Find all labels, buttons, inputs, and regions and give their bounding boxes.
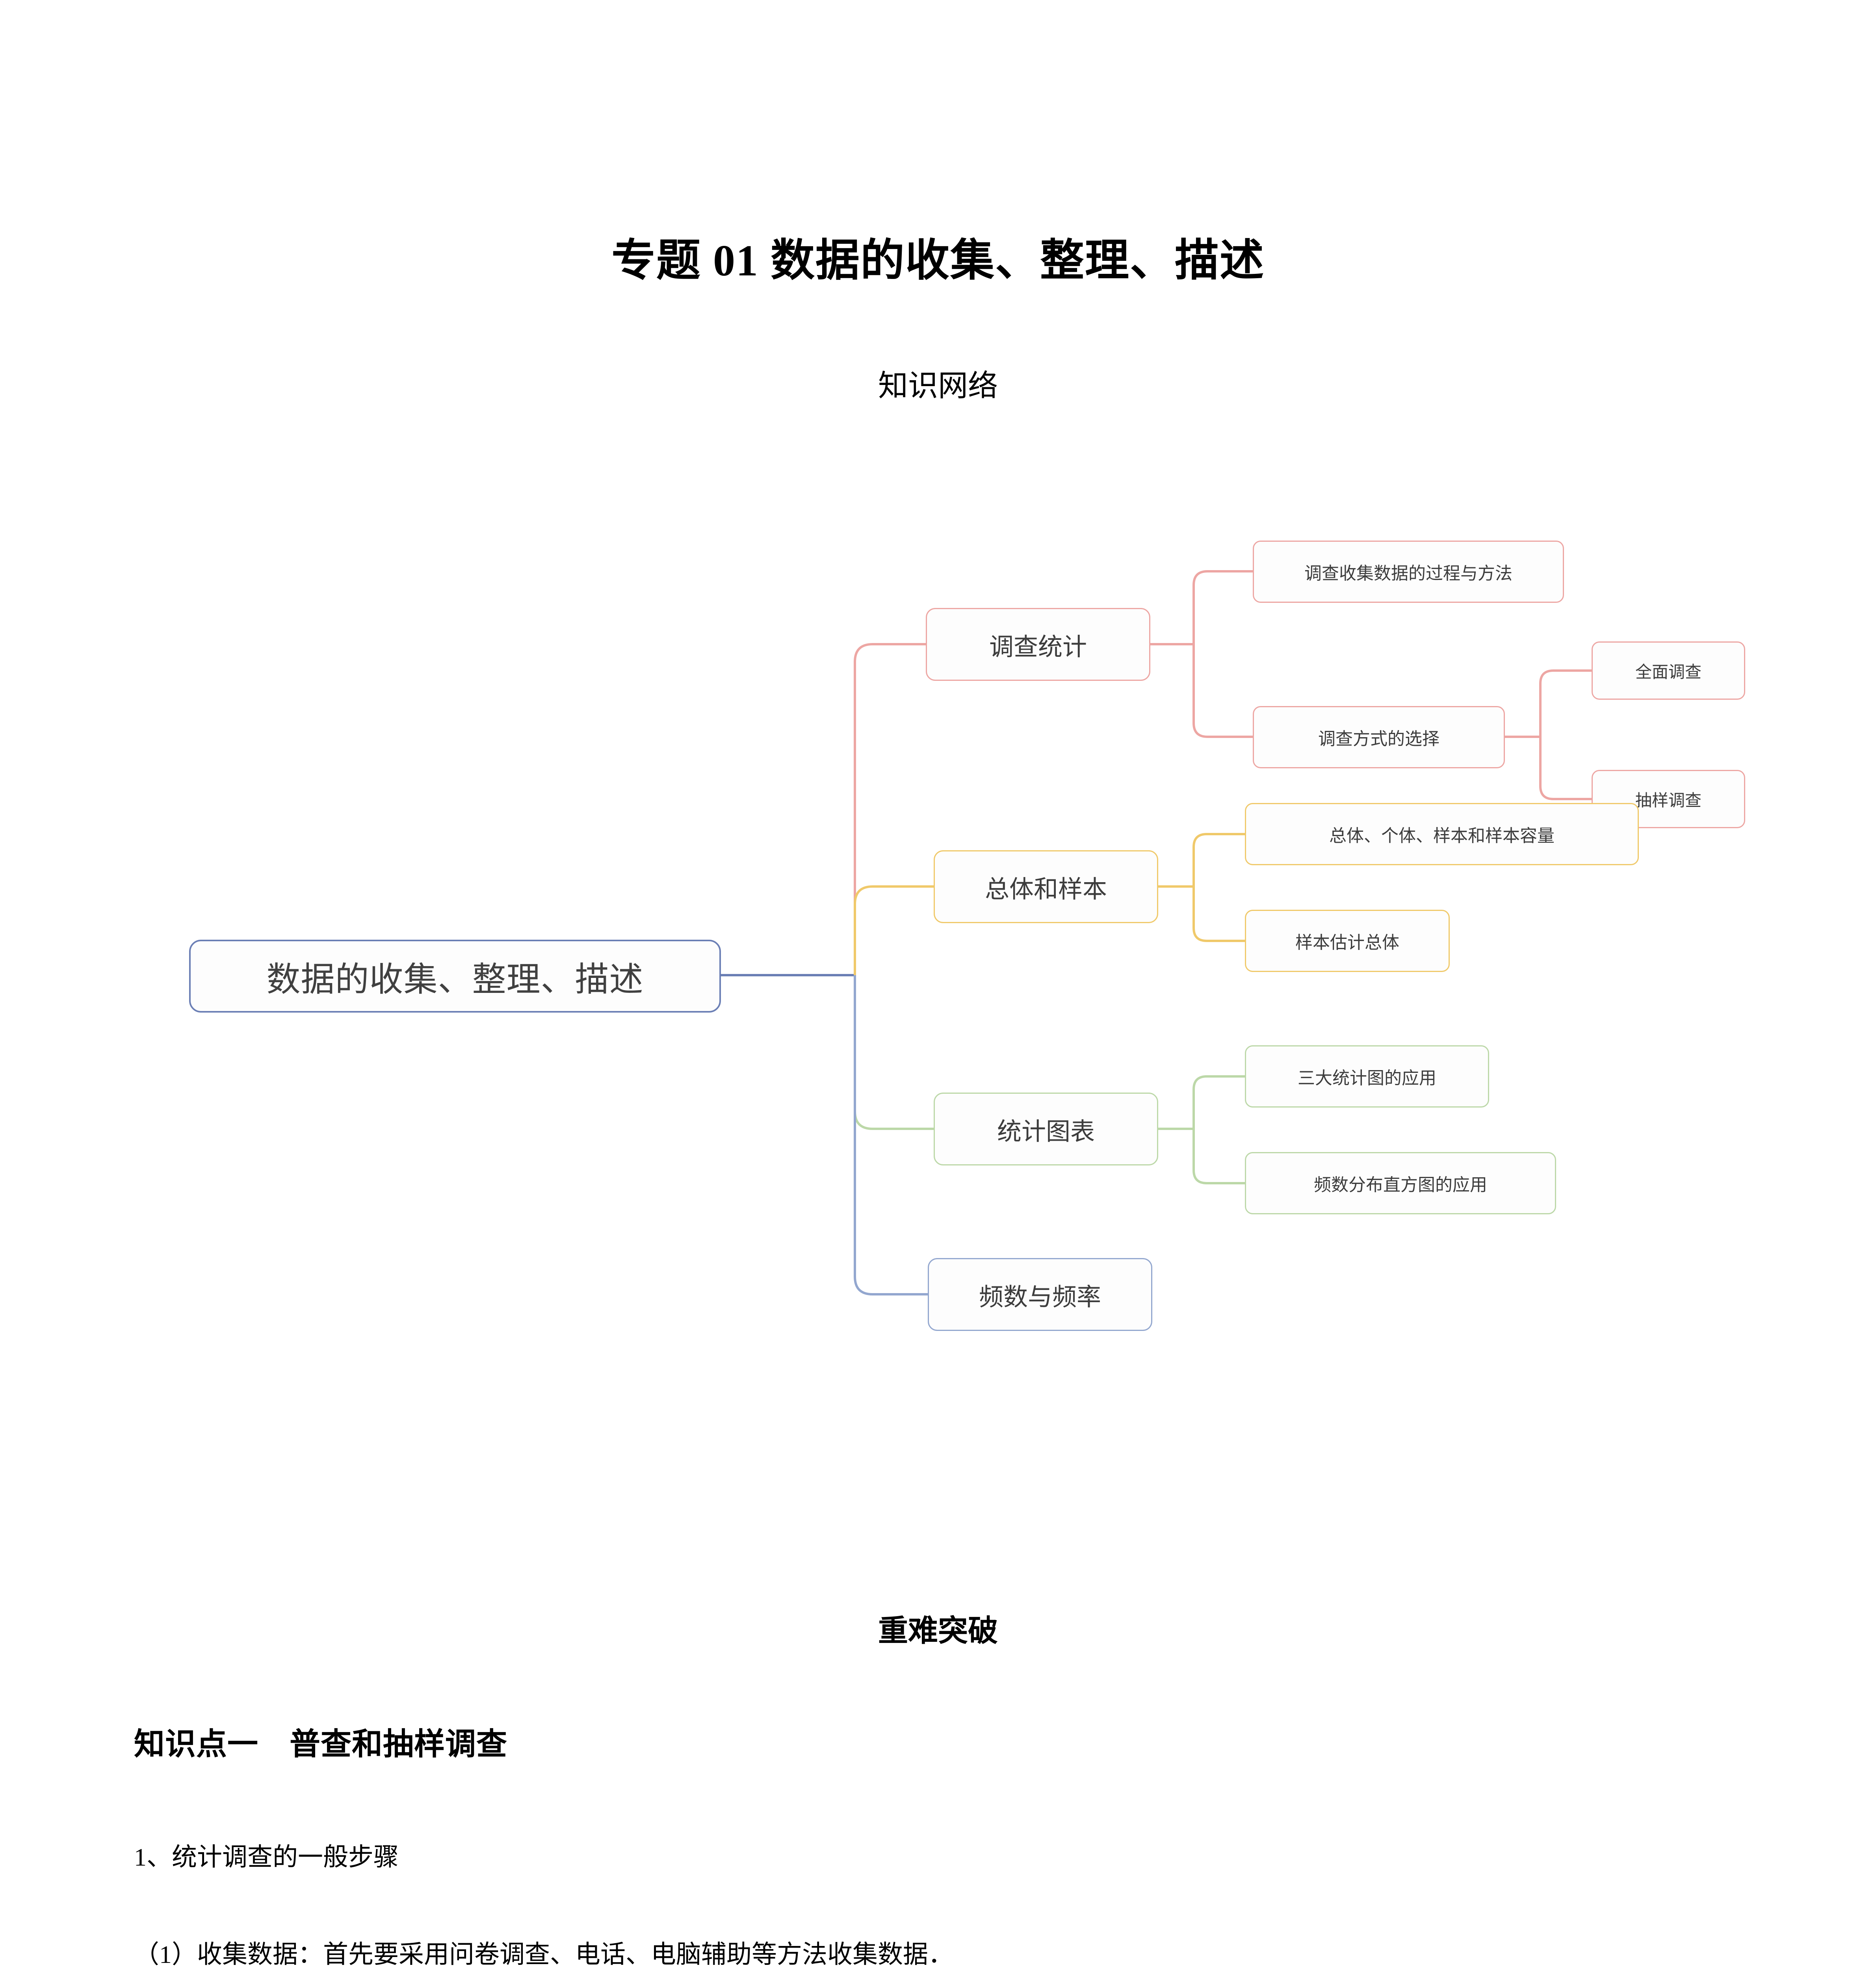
- mindmap-node-label: 频数分布直方图的应用: [1314, 1175, 1487, 1195]
- knowledge-network-subtitle: 知识网络: [878, 370, 998, 403]
- mindmap-node-survey-statistics[interactable]: 调查统计: [926, 608, 1150, 681]
- mindmap-node-population-individual-sample-size[interactable]: 总体、个体、样本和样本容量: [1245, 803, 1639, 865]
- mindmap-node-label: 频数与频率: [979, 1283, 1101, 1311]
- paragraph-general-steps-title: 1、统计调查的一般步骤: [134, 1843, 399, 1871]
- mindmap-node-frequency[interactable]: 频数与频率: [928, 1258, 1152, 1331]
- mindmap-root-label: 数据的收集、整理、描述: [266, 961, 644, 998]
- mindmap-node-statistical-charts[interactable]: 统计图表: [934, 1093, 1158, 1165]
- mindmap-node-population-sample[interactable]: 总体和样本: [934, 850, 1158, 923]
- mindmap-node-estimate-population[interactable]: 样本估计总体: [1245, 910, 1450, 972]
- mindmap-node-survey-method-choice[interactable]: 调查方式的选择: [1253, 706, 1505, 768]
- mindmap-node-three-charts-application[interactable]: 三大统计图的应用: [1245, 1045, 1489, 1108]
- mindmap-node-label: 统计图表: [997, 1118, 1095, 1145]
- mindmap-node-label: 调查方式的选择: [1318, 729, 1440, 749]
- mindmap-node-label: 总体和样本: [984, 875, 1107, 903]
- page-title: 专题 01 数据的收集、整理、描述: [611, 236, 1265, 285]
- mindmap-node-label: 全面调查: [1635, 662, 1701, 681]
- mindmap-node-data-collection-process[interactable]: 调查收集数据的过程与方法: [1253, 541, 1564, 603]
- mindmap-node-label: 抽样调查: [1635, 791, 1701, 810]
- mindmap-connectors: [721, 570, 1592, 1295]
- mindmap-node-label: 调查收集数据的过程与方法: [1304, 564, 1512, 583]
- section-heading-key-difficulties: 重难突破: [878, 1615, 998, 1648]
- mindmap-node-label: 样本估计总体: [1295, 933, 1399, 952]
- mindmap-node-label: 三大统计图的应用: [1298, 1069, 1436, 1088]
- mindmap-node-histogram-application[interactable]: 频数分布直方图的应用: [1245, 1152, 1556, 1214]
- mindmap-diagram: 数据的收集、整理、描述 调查统计 调查收集数据的过程与方法 调查方式的选择 全面…: [134, 541, 1749, 1430]
- heading-knowledge-point-one: 知识点一 普查和抽样调查: [134, 1727, 508, 1761]
- mindmap-node-label: 总体、个体、样本和样本容量: [1329, 826, 1555, 846]
- mindmap-node-full-survey[interactable]: 全面调查: [1592, 641, 1745, 700]
- mindmap-node-label: 调查统计: [989, 633, 1087, 661]
- paragraph-step-collect-data: （1）收集数据：首先要采用问卷调查、电话、电脑辅助等方法收集数据．: [134, 1940, 953, 1968]
- mindmap-root-node[interactable]: 数据的收集、整理、描述: [189, 940, 721, 1013]
